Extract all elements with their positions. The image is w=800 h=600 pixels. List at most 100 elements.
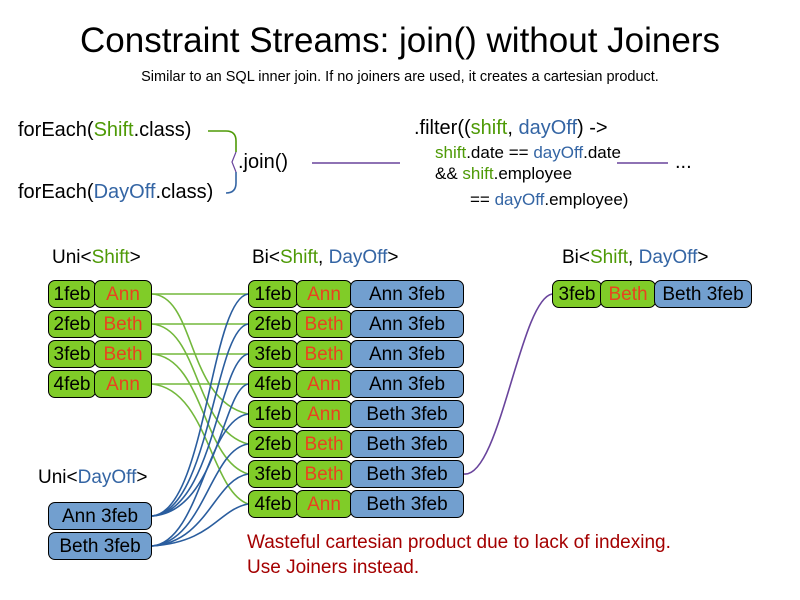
shift-card[interactable]: 1feb Ann bbox=[48, 280, 152, 308]
cartesian-dayoff: Ann 3feb bbox=[350, 340, 464, 368]
bi-right-prefix: Bi< bbox=[562, 247, 590, 268]
uni-dayoff-suffix: > bbox=[136, 467, 148, 488]
filter-l3-shift: shift bbox=[462, 164, 494, 183]
filter-l3-and: && bbox=[435, 164, 463, 183]
bi-middle-prefix: Bi< bbox=[252, 247, 280, 268]
filter-prefix: .filter(( bbox=[414, 117, 471, 139]
foreach-shift-type: Shift bbox=[93, 119, 134, 141]
foreach-shift-prefix: forEach( bbox=[18, 119, 94, 141]
shift-card[interactable]: 3feb Beth bbox=[48, 340, 152, 368]
filter-l4-employee: .employee) bbox=[544, 190, 629, 209]
cartesian-employee: Ann bbox=[296, 280, 352, 308]
page-subtitle: Similar to an SQL inner join. If no join… bbox=[141, 69, 659, 85]
cartesian-row[interactable]: 1feb Ann Beth 3feb bbox=[248, 400, 464, 428]
cartesian-employee: Beth bbox=[296, 430, 352, 458]
cartesian-date: 3feb bbox=[248, 460, 298, 488]
filter-l3-employee: .employee bbox=[493, 164, 573, 183]
shift-employee: Ann bbox=[94, 280, 152, 308]
bi-right-type1: Shift bbox=[590, 247, 629, 268]
filter-param-comma: , bbox=[507, 117, 519, 139]
shift-employee: Beth bbox=[94, 340, 152, 368]
dayoff-card[interactable]: Beth 3feb bbox=[48, 532, 152, 560]
page-title: Constraint Streams: join() without Joine… bbox=[80, 21, 720, 60]
cartesian-dayoff: Beth 3feb bbox=[350, 400, 464, 428]
warning-line-1: Wasteful cartesian product due to lack o… bbox=[247, 532, 671, 553]
uni-shift-suffix: > bbox=[129, 247, 141, 268]
filter-call-line1: .filter((shift, dayOff) -> bbox=[414, 116, 608, 140]
result-employee: Beth bbox=[600, 280, 656, 308]
cartesian-employee: Ann bbox=[296, 490, 352, 518]
shift-date: 4feb bbox=[48, 370, 96, 398]
cartesian-row[interactable]: 3feb Beth Beth 3feb bbox=[248, 460, 464, 488]
bi-right-comma: , bbox=[628, 247, 639, 268]
cartesian-row[interactable]: 4feb Ann Ann 3feb bbox=[248, 370, 464, 398]
uni-dayoff-type: DayOff bbox=[77, 467, 137, 488]
cartesian-row[interactable]: 3feb Beth Ann 3feb bbox=[248, 340, 464, 368]
cartesian-employee: Beth bbox=[296, 310, 352, 338]
filter-l2-shift: shift bbox=[435, 143, 467, 162]
filter-lambda-arrow: ) -> bbox=[577, 117, 608, 139]
cartesian-employee: Ann bbox=[296, 370, 352, 398]
cartesian-date: 3feb bbox=[248, 340, 298, 368]
cartesian-row[interactable]: 4feb Ann Beth 3feb bbox=[248, 490, 464, 518]
shift-employee: Beth bbox=[94, 310, 152, 338]
cartesian-dayoff: Beth 3feb bbox=[350, 490, 464, 518]
shift-card[interactable]: 4feb Ann bbox=[48, 370, 152, 398]
bi-middle-type2: DayOff bbox=[328, 247, 388, 268]
filter-condition-line2: shift.date == dayOff.date bbox=[435, 142, 621, 163]
foreach-dayoff-suffix: .class) bbox=[155, 181, 214, 203]
cartesian-date: 4feb bbox=[248, 490, 298, 518]
filter-l2-dayoff: dayOff bbox=[533, 143, 584, 162]
shift-employee: Ann bbox=[94, 370, 152, 398]
cartesian-employee: Beth bbox=[296, 460, 352, 488]
bi-middle-comma: , bbox=[318, 247, 329, 268]
result-row[interactable]: 3feb Beth Beth 3feb bbox=[552, 280, 752, 308]
shift-card[interactable]: 2feb Beth bbox=[48, 310, 152, 338]
cartesian-dayoff: Beth 3feb bbox=[350, 460, 464, 488]
cartesian-employee: Ann bbox=[296, 400, 352, 428]
foreach-dayoff-statement: forEach(DayOff.class) bbox=[18, 180, 213, 204]
bi-middle-suffix: > bbox=[387, 247, 399, 268]
filter-l2-date: .date bbox=[583, 143, 621, 162]
uni-shift-label: Uni<Shift> bbox=[52, 246, 141, 269]
cartesian-date: 1feb bbox=[248, 280, 298, 308]
cartesian-row[interactable]: 2feb Beth Ann 3feb bbox=[248, 310, 464, 338]
dayoff-label: Ann 3feb bbox=[48, 502, 152, 530]
filter-l2-date-eq: .date == bbox=[466, 143, 534, 162]
result-date: 3feb bbox=[552, 280, 602, 308]
cartesian-employee: Beth bbox=[296, 340, 352, 368]
bi-middle-type1: Shift bbox=[280, 247, 319, 268]
cartesian-date: 2feb bbox=[248, 310, 298, 338]
filter-param-dayoff: dayOff bbox=[518, 117, 578, 139]
bi-right-type2: DayOff bbox=[638, 247, 698, 268]
filter-condition-line3: && shift.employee bbox=[435, 163, 572, 184]
dayoff-card[interactable]: Ann 3feb bbox=[48, 502, 152, 530]
cartesian-dayoff: Ann 3feb bbox=[350, 310, 464, 338]
foreach-shift-statement: forEach(Shift.class) bbox=[18, 118, 191, 142]
shift-date: 2feb bbox=[48, 310, 96, 338]
cartesian-row[interactable]: 1feb Ann Ann 3feb bbox=[248, 280, 464, 308]
uni-shift-type: Shift bbox=[91, 247, 130, 268]
shift-date: 3feb bbox=[48, 340, 96, 368]
dayoff-label: Beth 3feb bbox=[48, 532, 152, 560]
foreach-shift-suffix: .class) bbox=[133, 119, 192, 141]
bi-middle-label: Bi<Shift, DayOff> bbox=[252, 246, 398, 269]
foreach-dayoff-prefix: forEach( bbox=[18, 181, 94, 203]
filter-l4-eq: == bbox=[470, 190, 495, 209]
cartesian-row[interactable]: 2feb Beth Beth 3feb bbox=[248, 430, 464, 458]
bi-right-suffix: > bbox=[697, 247, 709, 268]
uni-shift-prefix: Uni< bbox=[52, 247, 92, 268]
cartesian-date: 1feb bbox=[248, 400, 298, 428]
join-call-label: .join() bbox=[238, 151, 289, 173]
foreach-dayoff-type: DayOff bbox=[93, 181, 156, 203]
cartesian-dayoff: Ann 3feb bbox=[350, 280, 464, 308]
filter-param-shift: shift bbox=[470, 117, 508, 139]
cartesian-dayoff: Ann 3feb bbox=[350, 370, 464, 398]
uni-dayoff-label: Uni<DayOff> bbox=[38, 466, 148, 489]
ellipsis-label: ... bbox=[675, 151, 692, 173]
filter-condition-line4: == dayOff.employee) bbox=[470, 189, 628, 210]
filter-l4-dayoff: dayOff bbox=[494, 190, 545, 209]
cartesian-date: 2feb bbox=[248, 430, 298, 458]
bi-right-label: Bi<Shift, DayOff> bbox=[562, 246, 708, 269]
